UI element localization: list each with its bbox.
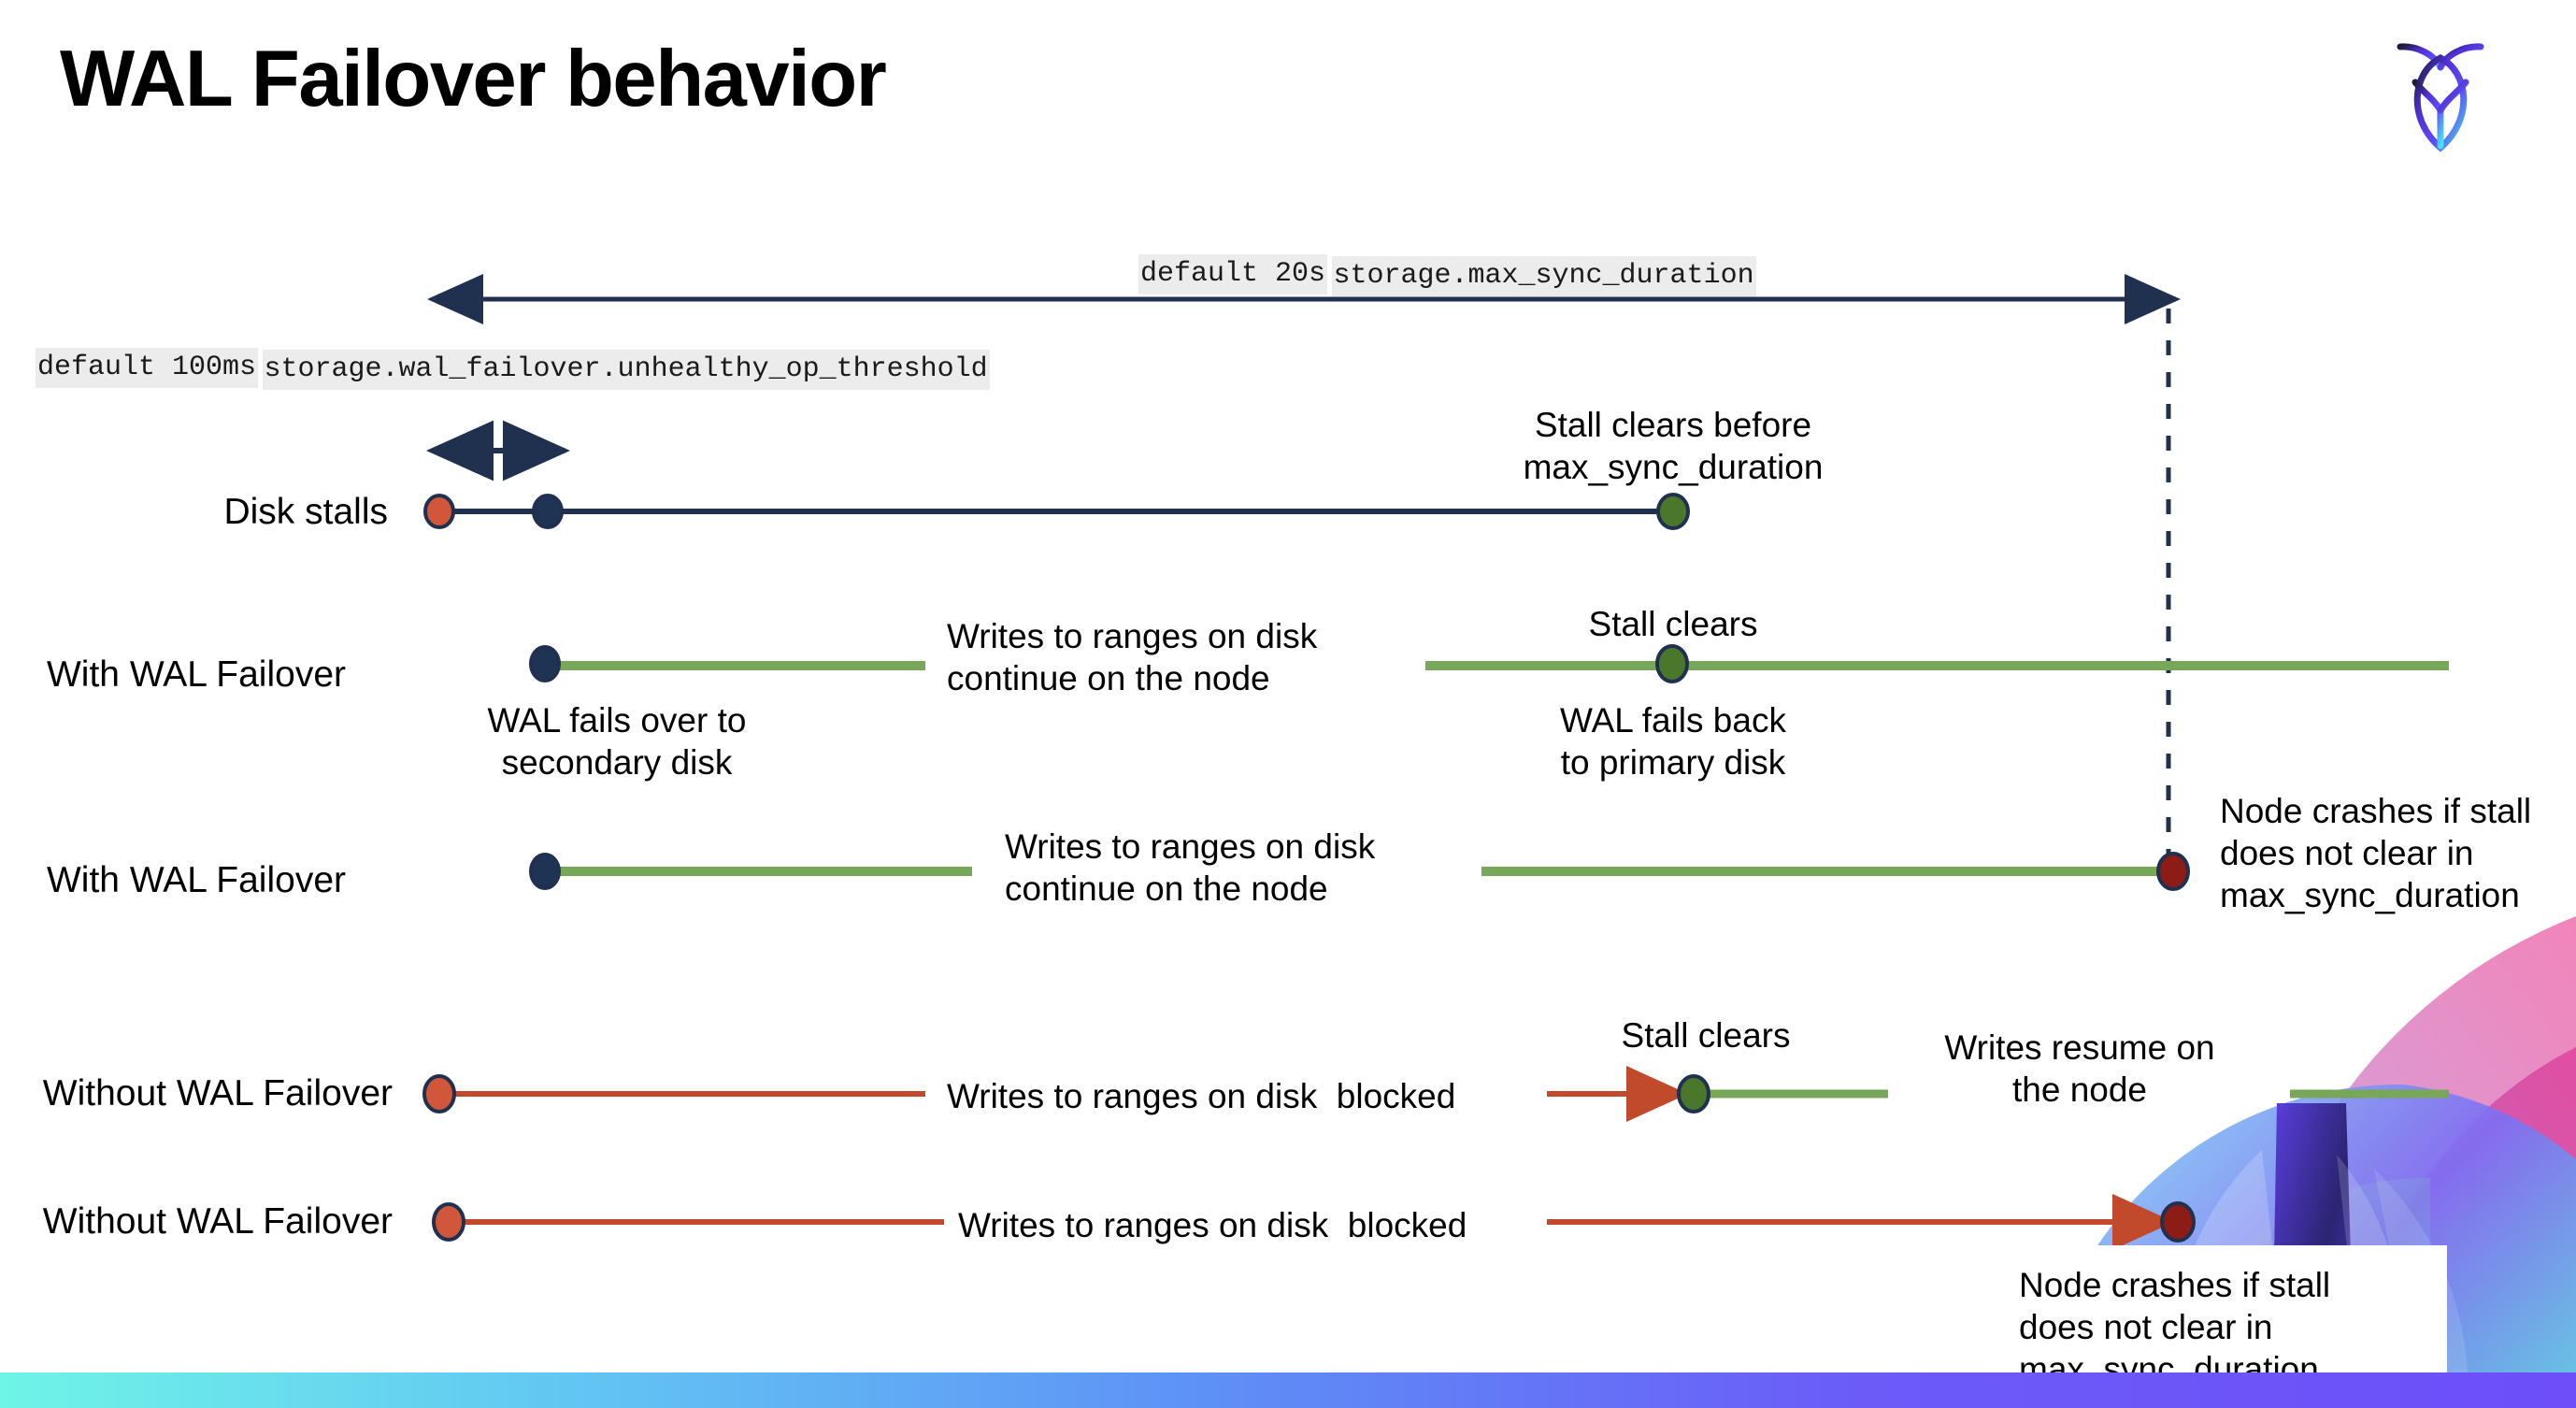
row-label-without-wal-failover-recovers: Without WAL Failover (42, 1073, 393, 1113)
row-label-disk-stalls: Disk stalls (223, 492, 388, 532)
page-title: WAL Failover behavior (60, 35, 887, 123)
annotation-writes-blocked-row5: Writes to ranges on disk blocked (958, 1206, 1467, 1244)
stall-clear-dot (1656, 493, 1690, 530)
stall-clear-dot (1677, 1074, 1710, 1113)
timeline-with-wal-failover-crash (529, 852, 2190, 891)
max-sync-duration-setting-name: storage.max_sync_duration (1331, 256, 1756, 296)
failover-trigger-dot (532, 494, 564, 529)
row-label-with-wal-failover-crash: With WAL Failover (47, 860, 346, 900)
annotation-writes-blocked-row4: Writes to ranges on disk blocked (947, 1077, 1456, 1115)
cockroachdb-logo-icon (2380, 30, 2501, 156)
row-label-without-wal-failover-crash: Without WAL Failover (42, 1201, 393, 1242)
annotation-stall-clears-row2: Stall clears (1588, 605, 1758, 643)
wal-failover-dot (529, 645, 561, 682)
stall-start-dot (423, 494, 455, 529)
annotation-writes-continue-row2: Writes to ranges on disk continue on the… (947, 617, 1318, 698)
unhealthy-op-threshold-setting-label: default 100ms storage.wal_failover.unhea… (36, 348, 990, 390)
max-sync-duration-setting-label: default 20s storage.max_sync_duration (1138, 254, 1756, 296)
stall-start-dot (432, 1202, 465, 1242)
annotation-writes-resume: Writes resume on the node (1944, 1028, 2215, 1110)
annotation-wal-fails-back: WAL fails back to primary disk (1560, 701, 1786, 783)
bottom-gradient-bar (0, 1372, 2576, 1408)
timeline-without-wal-failover-crash (432, 1194, 2196, 1250)
unhealthy-op-threshold-setting-name: storage.wal_failover.unhealthy_op_thresh… (262, 350, 990, 390)
annotation-stall-clears-row4: Stall clears (1621, 1016, 1791, 1055)
timeline-without-wal-failover-recovers (422, 1066, 2449, 1122)
stall-start-dot (422, 1074, 456, 1113)
max-sync-duration-default: default 20s (1138, 254, 1328, 295)
annotation-node-crashes-row3: Node crashes if stall does not clear in … (2220, 792, 2532, 915)
annotation-wal-fails-over: WAL fails over to secondary disk (487, 701, 747, 783)
node-crash-dot (2160, 1201, 2196, 1243)
wal-failover-dot (529, 853, 561, 890)
timeline-with-wal-failover-recovers (529, 644, 2449, 683)
annotation-stall-clears-before-max-sync: Stall clears before max_sync_duration (1523, 406, 1824, 487)
annotation-writes-continue-row3: Writes to ranges on disk continue on the… (1005, 827, 1376, 909)
unhealthy-op-threshold-default: default 100ms (36, 348, 259, 388)
timeline-disk-stalls (423, 493, 1690, 530)
stall-clear-dot (1655, 644, 1689, 683)
row-label-with-wal-failover-recovers: With WAL Failover (47, 654, 346, 695)
node-crash-dot (2156, 852, 2190, 891)
